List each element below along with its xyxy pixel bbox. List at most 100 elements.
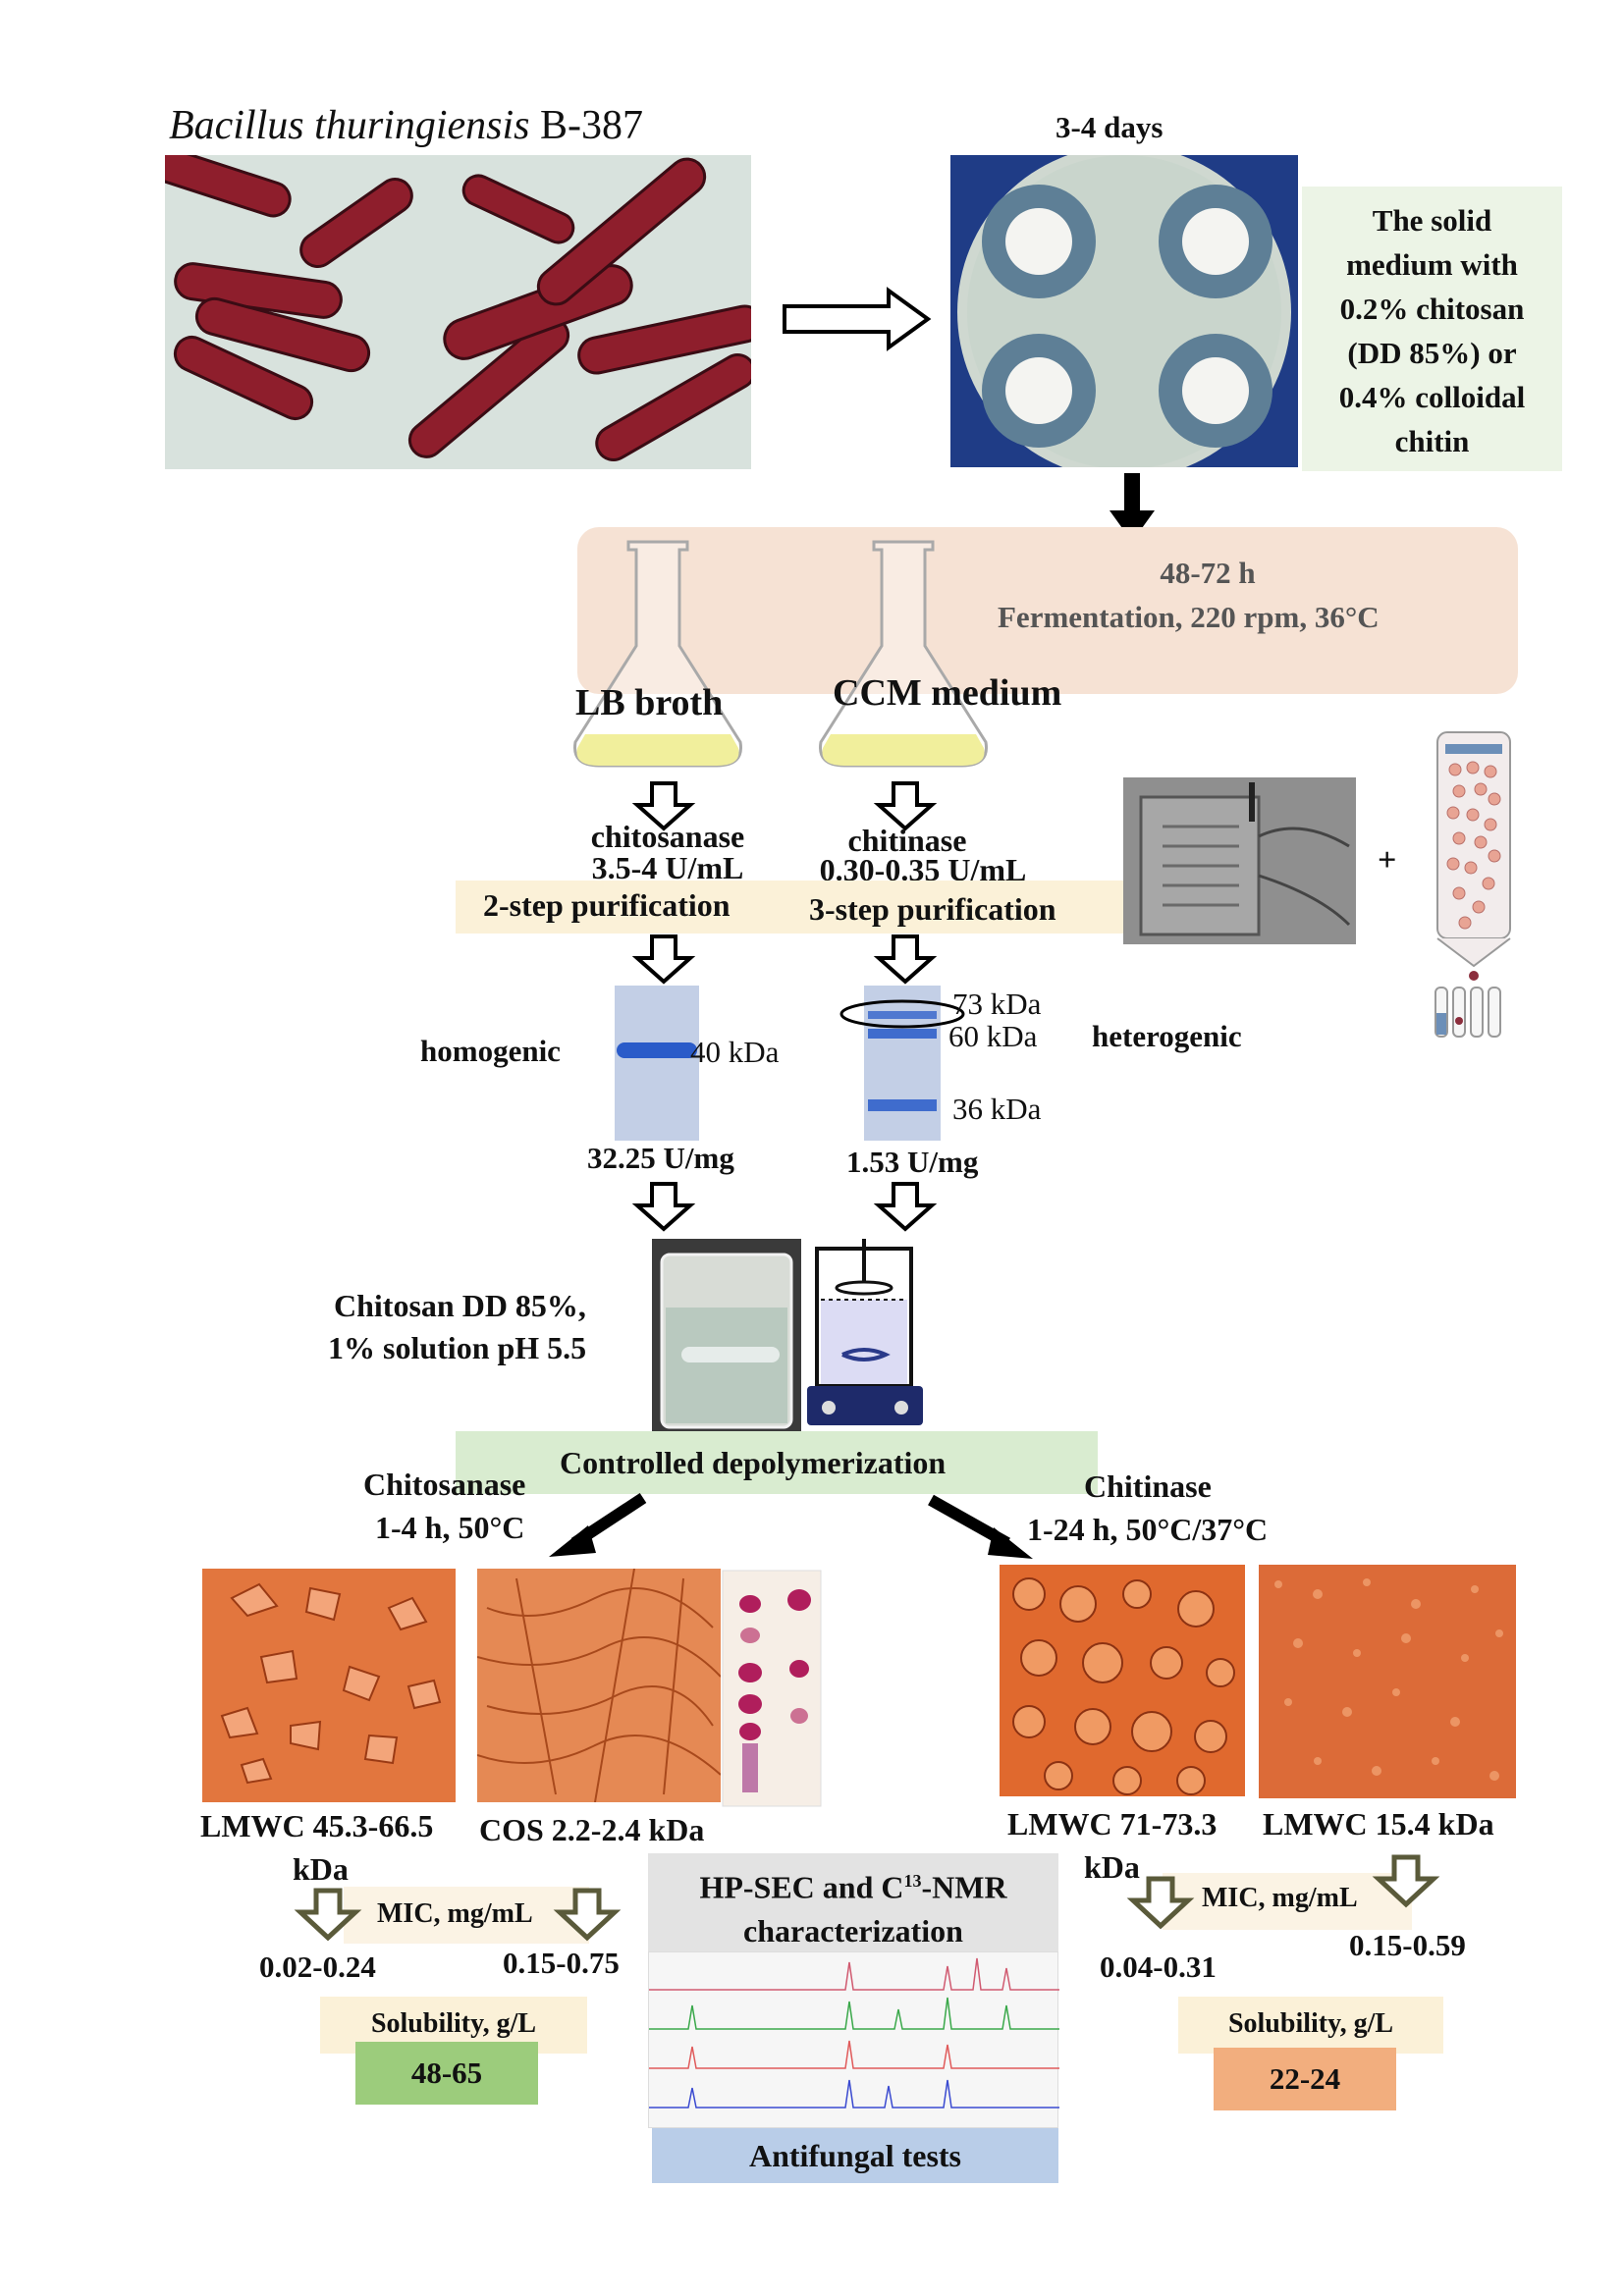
chromatography-column-icon: [1435, 731, 1511, 1038]
gel-band-40kda: [617, 1042, 697, 1058]
substrate-line-1: Chitosan DD 85%,: [334, 1288, 586, 1323]
medium-line-4: (DD 85%) or: [1347, 336, 1517, 370]
afm-image-lmwc-4: [1259, 1565, 1516, 1798]
gel-band-60kda: [868, 1029, 937, 1039]
mic-right-box: [1163, 1873, 1412, 1930]
hollow-arrow-down-6: [873, 1182, 938, 1232]
ccm-flask-icon: [819, 540, 988, 768]
nmr-spectra: [648, 1951, 1059, 2128]
mic-left-value-b: 0.15-0.75: [503, 1946, 620, 1980]
band-40kda-label: 40 kDa: [690, 1035, 780, 1069]
product-lmwc-3-line1: LMWC 71-73.3: [1007, 1806, 1218, 1842]
substrate-line-2: 1% solution pH 5.5: [328, 1330, 587, 1365]
homogenic-label: homogenic: [420, 1034, 561, 1068]
characterization-box: HP-SEC and C13-NMR characterization: [648, 1853, 1058, 1951]
chitinase-branch-label: Chitinase: [1084, 1468, 1212, 1504]
band-60kda-label: 60 kDa: [948, 1019, 1038, 1053]
flow-arrow-right: [783, 287, 932, 351]
medium-line-6: chitin: [1394, 424, 1470, 458]
organism-name: Bacillus thuringiensis: [169, 103, 530, 148]
specific-activity-right: 1.53 U/mg: [846, 1145, 979, 1179]
solubility-left-value-box: 48-65: [355, 2042, 538, 2105]
gel-homogenic: [615, 986, 699, 1141]
chitosanase-branch-label: Chitosanase: [363, 1467, 526, 1502]
gel-band-36kda: [868, 1099, 937, 1111]
product-lmwc-3-line2: kDa: [1084, 1849, 1140, 1885]
product-lmwc-1-line2: kDa: [293, 1851, 349, 1887]
band-36kda-label: 36 kDa: [952, 1092, 1042, 1126]
hollow-arrow-down-2: [873, 781, 938, 831]
band-73kda-label: 73 kDa: [952, 987, 1042, 1021]
solid-medium-box: The solid medium with 0.2% chitosan (DD …: [1302, 187, 1562, 471]
band-highlight-ellipse: [839, 999, 965, 1029]
mic-arrow-right-2: [1372, 1854, 1440, 1908]
three-step-purification: 3-step purification: [809, 891, 1056, 927]
medium-line-3: 0.2% chitosan: [1339, 292, 1525, 326]
specific-activity-left: 32.25 U/mg: [587, 1141, 734, 1175]
purification-device-photo: [1123, 777, 1356, 944]
tlc-plate-icon: [722, 1570, 822, 1807]
mic-right-value-b: 0.15-0.59: [1349, 1928, 1466, 1962]
fermentation-conditions: Fermentation, 220 rpm, 36°C: [998, 600, 1380, 634]
hollow-arrow-down-5: [631, 1182, 696, 1232]
chitinase-conditions: 1-24 h, 50°C/37°C: [1027, 1512, 1269, 1547]
strain-label: B-387: [540, 103, 643, 148]
product-lmwc-1-line1: LMWC 45.3-66.5: [200, 1808, 434, 1843]
mic-right-value-a: 0.04-0.31: [1100, 1949, 1217, 1984]
mic-left-box: [344, 1887, 589, 1944]
organism-title: Bacillus thuringiensis B-387: [169, 102, 643, 149]
mic-left-label: MIC, mg/mL: [377, 1898, 533, 1929]
medium-line-1: The solid: [1372, 203, 1492, 238]
plus-sign: +: [1378, 842, 1397, 879]
gel-heterogenic: [864, 986, 941, 1141]
product-cos: COS 2.2-2.4 kDa: [479, 1812, 705, 1847]
chitinase-name: chitinase: [847, 823, 967, 858]
solubility-right-label: Solubility, g/L: [1227, 2008, 1394, 2039]
chitosanase-name: chitosanase: [590, 819, 745, 854]
characterization-line-1: HP-SEC and C13-NMR: [699, 1869, 1007, 1905]
afm-image-lmwc-3: [1000, 1565, 1245, 1796]
medium-line-5: 0.4% colloidal: [1338, 380, 1526, 414]
hollow-arrow-down-3: [631, 934, 696, 985]
medium-line-2: medium with: [1346, 247, 1518, 282]
incubation-label: 3-4 days: [1056, 110, 1164, 144]
purification-strip: [456, 881, 1123, 934]
arrow-diag-left: [549, 1492, 647, 1557]
product-lmwc-4: LMWC 15.4 kDa: [1263, 1806, 1494, 1842]
lb-broth-label: LB broth: [575, 682, 724, 723]
mic-arrow-left-2: [553, 1888, 622, 1942]
antifungal-tests-box: Antifungal tests: [652, 2128, 1058, 2183]
mic-arrow-right-1: [1126, 1876, 1195, 1930]
beaker-photo: [652, 1239, 801, 1433]
mic-right-label: MIC, mg/mL: [1202, 1883, 1358, 1913]
hollow-arrow-down-1: [631, 781, 696, 831]
depolymerization-title: Controlled depolymerization: [560, 1445, 947, 1480]
stirrer-apparatus-icon: [807, 1239, 923, 1425]
two-step-purification: 2-step purification: [483, 887, 731, 923]
arrow-diag-right: [928, 1494, 1033, 1559]
ccm-medium-label: CCM medium: [833, 672, 1062, 714]
solubility-right-value: 22-24: [1269, 2061, 1341, 2096]
hollow-arrow-down-4: [873, 934, 938, 985]
afm-image-lmwc-1: [202, 1569, 456, 1802]
fermentation-time: 48-72 h: [1160, 556, 1256, 590]
solubility-right-value-box: 22-24: [1214, 2048, 1396, 2110]
antifungal-tests-label: Antifungal tests: [748, 2138, 961, 2173]
petri-dish-photo: [950, 155, 1298, 467]
lb-flask-icon: [573, 540, 742, 768]
bacteria-micrograph: [165, 155, 751, 469]
afm-image-cos: [477, 1569, 721, 1802]
flow-arrow-down: [1110, 473, 1155, 542]
solubility-left-label: Solubility, g/L: [370, 2008, 537, 2039]
mic-arrow-left-1: [294, 1888, 362, 1942]
mic-left-value-a: 0.02-0.24: [259, 1949, 376, 1984]
gel-band-73kda: [868, 1011, 937, 1019]
solubility-left-value: 48-65: [410, 2056, 483, 2090]
fermentation-box: [577, 527, 1518, 694]
depolymerization-box: [456, 1431, 1098, 1494]
chitosanase-conditions: 1-4 h, 50°C: [375, 1510, 525, 1545]
solubility-right-box: [1178, 1997, 1443, 2054]
chitosanase-activity: 3.5-4 U/mL: [591, 850, 744, 885]
heterogenic-label: heterogenic: [1092, 1019, 1242, 1053]
characterization-line-2: characterization: [743, 1912, 963, 1949]
